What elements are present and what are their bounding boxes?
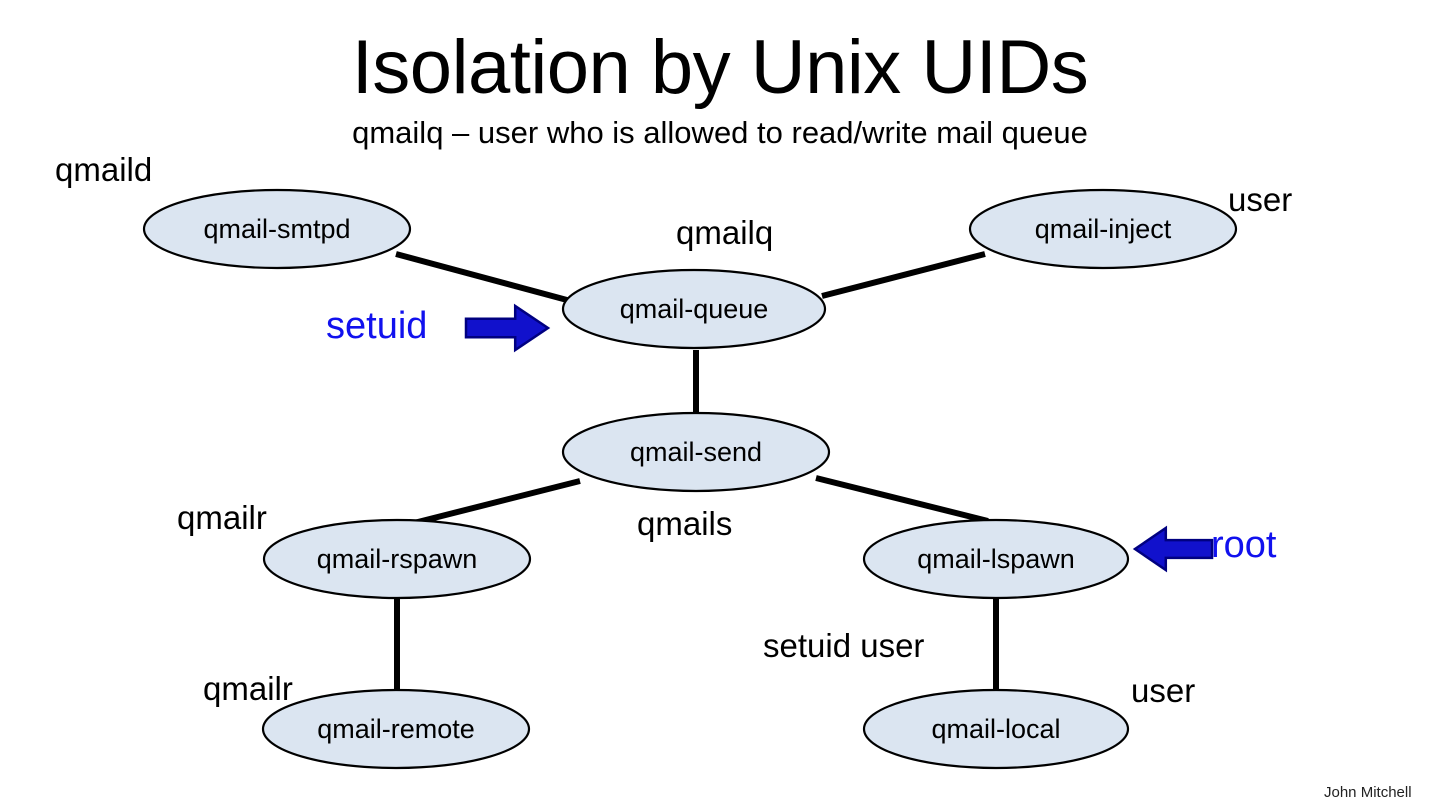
root-arrow — [1132, 525, 1214, 573]
node-ellipse-qmail-smtpd[interactable] — [142, 188, 412, 270]
node-ellipse-qmail-local[interactable] — [862, 688, 1130, 770]
footer-credit: John Mitchell — [1324, 784, 1412, 801]
node-ellipse-qmail-queue[interactable] — [561, 268, 827, 350]
uid-qmaild-smtpd: qmaild — [55, 151, 153, 188]
node-ellipse-qmail-lspawn[interactable] — [862, 518, 1130, 600]
node-ellipse-qmail-inject[interactable] — [968, 188, 1238, 270]
node-layer — [142, 188, 1238, 770]
edge-smtpd-to-queue — [395, 251, 568, 303]
edge-inject-to-queue — [821, 251, 986, 299]
page-title: Isolation by Unix UIDs — [351, 25, 1089, 110]
uid-qmails-send: qmails — [637, 505, 733, 542]
uid-qmailr-rspawn: qmailr — [177, 499, 267, 536]
edge-layer — [394, 251, 999, 692]
page-subtitle: qmailq – user who is allowed to read/wri… — [352, 115, 1088, 150]
uid-qmailr-remote: qmailr — [203, 670, 293, 707]
uid-user-local: user — [1131, 672, 1196, 709]
uid-setuid-user-lspawn: setuid user — [763, 627, 925, 664]
root-annotation: root — [1211, 524, 1277, 566]
setuid-arrow — [464, 303, 551, 353]
arrow-layer — [464, 303, 1214, 573]
edge-send-to-lspawn — [815, 475, 989, 524]
node-ellipse-qmail-send[interactable] — [561, 411, 831, 493]
node-ellipse-qmail-rspawn[interactable] — [262, 518, 532, 600]
edge-send-to-rspawn — [409, 478, 581, 527]
uid-user-inject: user — [1228, 181, 1293, 218]
uid-qmailq-queue: qmailq — [676, 214, 774, 251]
node-ellipse-qmail-remote[interactable] — [261, 688, 531, 770]
setuid-annotation: setuid — [326, 305, 428, 347]
